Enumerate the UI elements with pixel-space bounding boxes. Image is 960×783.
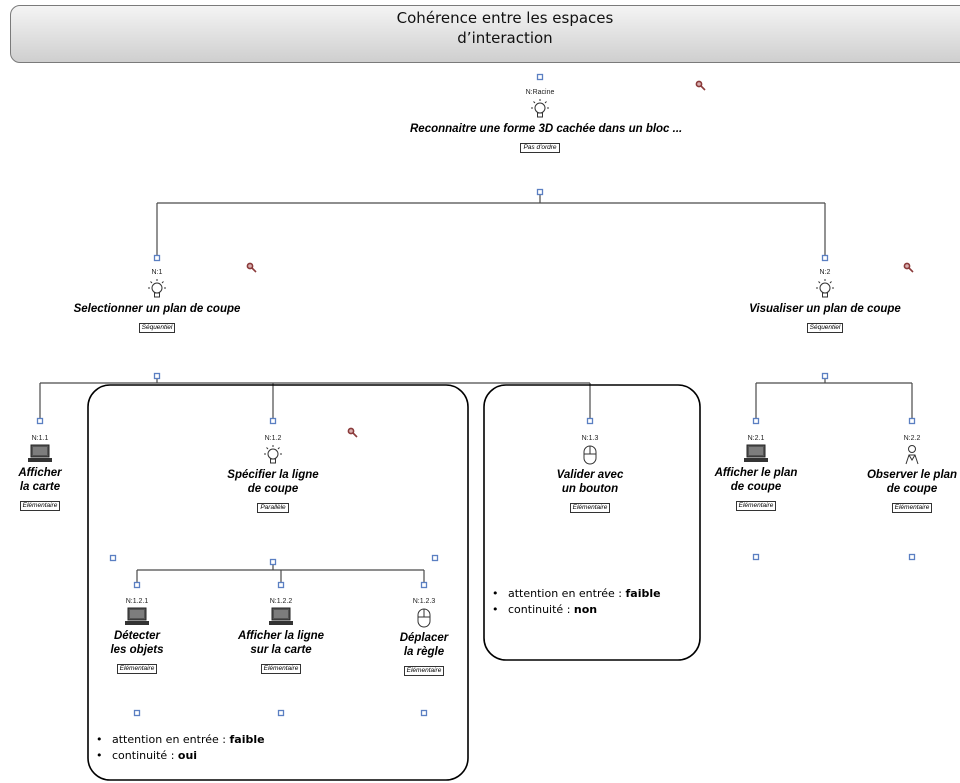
operator-badge: Elémentaire	[260, 664, 302, 674]
note-attention: attention en entrée : faible	[94, 732, 265, 748]
node-root[interactable]: N:Racine Reconnaitre une forme 3D cachée…	[410, 88, 683, 154]
node-id: N:1.2	[264, 435, 282, 442]
node-id: N:1	[151, 269, 163, 276]
mouse-icon	[417, 608, 431, 628]
node-id: N:1.1	[31, 435, 49, 442]
node-title-line2: un bouton	[561, 483, 619, 495]
note-continuity-value: oui	[177, 749, 198, 762]
magnifier-icon	[246, 80, 914, 438]
node-n1-2[interactable]: N:1.2 Spécifier la ligne de coupe Parall…	[143, 434, 403, 514]
frame-validate-button	[483, 384, 701, 661]
laptop-icon	[125, 607, 149, 625]
laptop-icon	[28, 444, 52, 462]
lightbulb-icon	[148, 279, 166, 298]
operator-badge: Séquentiel	[806, 323, 844, 333]
note-attention-label: attention en entrée :	[508, 587, 626, 600]
frame-specify-line	[87, 384, 469, 781]
node-n1-1[interactable]: N:1.1 Afficher la carte Elémentaire	[0, 434, 80, 512]
node-n2-2[interactable]: N:2.2 Observer le plan de coupe Elémenta…	[852, 434, 960, 514]
mouse-icon	[583, 445, 597, 465]
node-id: N:2	[819, 269, 831, 276]
node-title-line1: Spécifier la ligne	[227, 469, 319, 481]
operator-badge: Elémentaire	[403, 666, 445, 676]
node-id: N:Racine	[525, 89, 555, 96]
note-attention-value: faible	[625, 587, 661, 600]
node-title-line1: Observer le plan	[866, 469, 958, 481]
operator-badge: Elémentaire	[116, 664, 158, 674]
node-title: Selectionner un plan de coupe	[73, 303, 241, 315]
node-n2[interactable]: N:2 Visualiser un plan de coupe Séquenti…	[695, 268, 955, 334]
lightbulb-icon	[816, 279, 834, 298]
node-title-line2: de coupe	[886, 483, 938, 495]
laptop-icon	[744, 444, 768, 462]
node-title-line1: Afficher la ligne	[237, 630, 325, 642]
note-continuity-label: continuité :	[508, 603, 574, 616]
note-continuity-value: non	[573, 603, 598, 616]
node-id: N:2.1	[747, 435, 765, 442]
banner-title-line1: Cohérence entre les espaces	[396, 9, 614, 27]
node-title-line2: les objets	[110, 644, 164, 656]
node-title-line2: la carte	[19, 481, 61, 493]
node-n1-2-2[interactable]: N:1.2.2 Afficher la ligne sur la carte E…	[211, 597, 351, 675]
note-continuity: continuité : non	[490, 602, 661, 618]
node-n1[interactable]: N:1 Selectionner un plan de coupe Séquen…	[27, 268, 287, 334]
node-id: N:2.2	[903, 435, 921, 442]
node-title-line2: sur la carte	[250, 644, 312, 656]
lightbulb-icon	[531, 99, 549, 118]
node-n2-1[interactable]: N:2.1 Afficher le plan de coupe Elémenta…	[696, 434, 816, 512]
note-attention-value: faible	[229, 733, 265, 746]
node-id: N:1.2.1	[125, 598, 149, 605]
node-n1-2-3[interactable]: N:1.2.3 Déplacer la règle Elémentaire	[369, 597, 479, 677]
title-banner	[10, 5, 960, 63]
node-id: N:1.2.2	[269, 598, 293, 605]
banner-title-line2: d’interaction	[457, 29, 553, 47]
notes-validate-button: attention en entrée : faible continuité …	[490, 586, 661, 618]
node-title-line2: de coupe	[247, 483, 299, 495]
banner-title: Cohérence entre les espaces d’interactio…	[0, 8, 960, 48]
node-n1-3[interactable]: N:1.3 Valider avec un bouton Elémentaire	[460, 434, 720, 514]
node-id: N:1.2.3	[412, 598, 436, 605]
operator-badge: Elémentaire	[891, 503, 933, 513]
node-id: N:1.3	[581, 435, 599, 442]
node-title: Reconnaitre une forme 3D cachée dans un …	[410, 123, 683, 135]
node-title-line1: Déplacer	[399, 632, 449, 644]
user-icon	[905, 445, 919, 465]
operator-badge: Séquentiel	[138, 323, 176, 333]
node-title-line2: de coupe	[730, 481, 782, 493]
node-title-line2: la règle	[403, 646, 445, 658]
operator-badge: Pas d'ordre	[520, 143, 560, 153]
note-attention-label: attention en entrée :	[112, 733, 230, 746]
lightbulb-icon	[264, 445, 282, 464]
operator-badge: Elémentaire	[735, 501, 777, 511]
notes-specify-line: attention en entrée : faible continuité …	[94, 732, 265, 764]
node-title-line1: Afficher	[18, 467, 62, 479]
node-title-line1: Afficher le plan	[714, 467, 798, 479]
operator-badge: Elémentaire	[19, 501, 61, 511]
operator-badge: Elémentaire	[569, 503, 611, 513]
note-continuity: continuité : oui	[94, 748, 265, 764]
operator-badge: Parallèle	[257, 503, 289, 513]
node-title-line1: Détecter	[113, 630, 161, 642]
node-title-line1: Valider avec	[556, 469, 624, 481]
node-title: Visualiser un plan de coupe	[749, 303, 901, 315]
node-n1-2-1[interactable]: N:1.2.1 Détecter les objets Elémentaire	[82, 597, 192, 675]
laptop-icon	[269, 607, 293, 625]
note-attention: attention en entrée : faible	[490, 586, 661, 602]
note-continuity-label: continuité :	[112, 749, 178, 762]
